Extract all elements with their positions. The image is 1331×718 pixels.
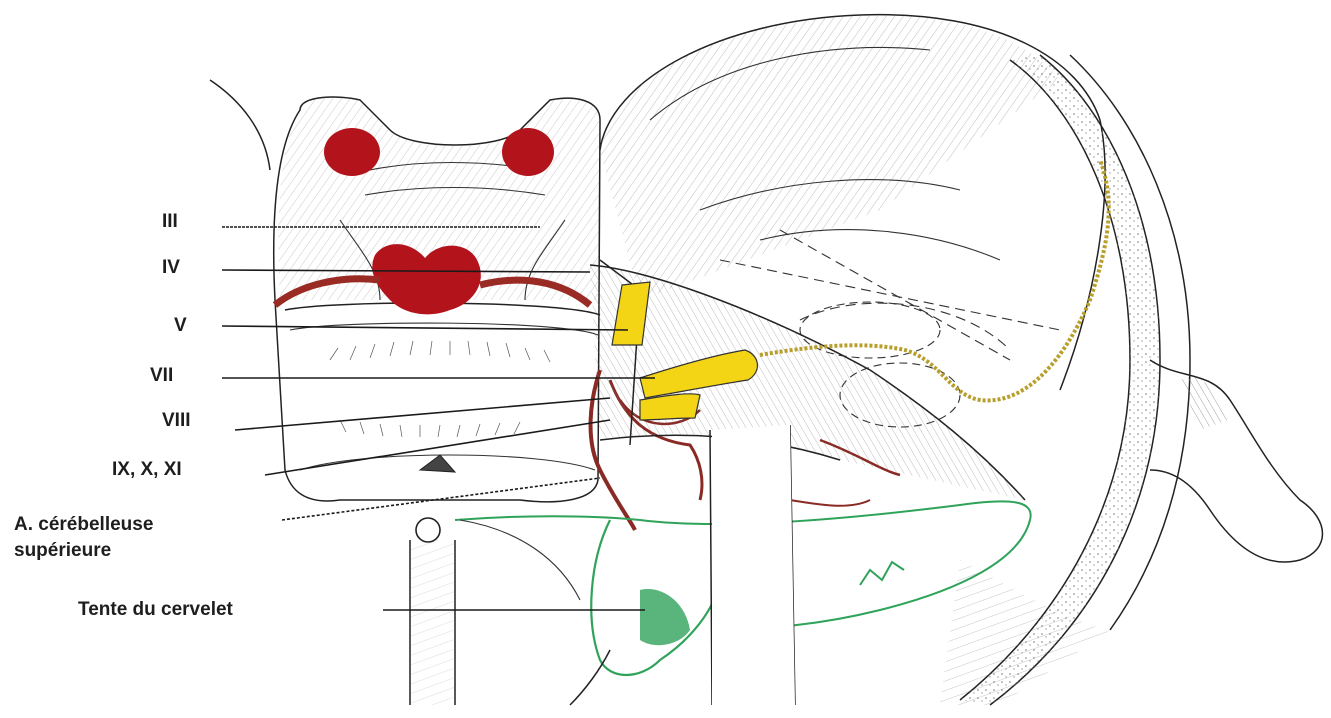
- left-contour: [210, 80, 270, 170]
- nucleus-right: [502, 128, 554, 176]
- leader-viii: [235, 398, 610, 430]
- leader-cerebellar-artery: [282, 478, 600, 520]
- label-cerebellar-artery-line2: supérieure: [14, 540, 111, 561]
- spinal-structures: [410, 518, 580, 705]
- label-tentorium: Tente du cervelet: [78, 599, 234, 620]
- label-vii: VII: [150, 365, 173, 386]
- artery-branch-4: [790, 500, 870, 506]
- label-viii: VIII: [162, 410, 191, 431]
- label-iii: III: [162, 211, 178, 232]
- label-ix-x-xi: IX, X, XI: [112, 459, 182, 480]
- nucleus-left: [324, 128, 380, 176]
- skull-wall: [940, 55, 1323, 705]
- label-cerebellar-artery-line1: A. cérébelleuse: [14, 514, 153, 535]
- label-iv: IV: [162, 257, 180, 278]
- retractor: [710, 425, 795, 705]
- leader-v: [222, 326, 628, 330]
- label-v: V: [174, 315, 187, 336]
- labels: III IV V VII VIII IX, X, XI A. cérébelle…: [14, 211, 234, 620]
